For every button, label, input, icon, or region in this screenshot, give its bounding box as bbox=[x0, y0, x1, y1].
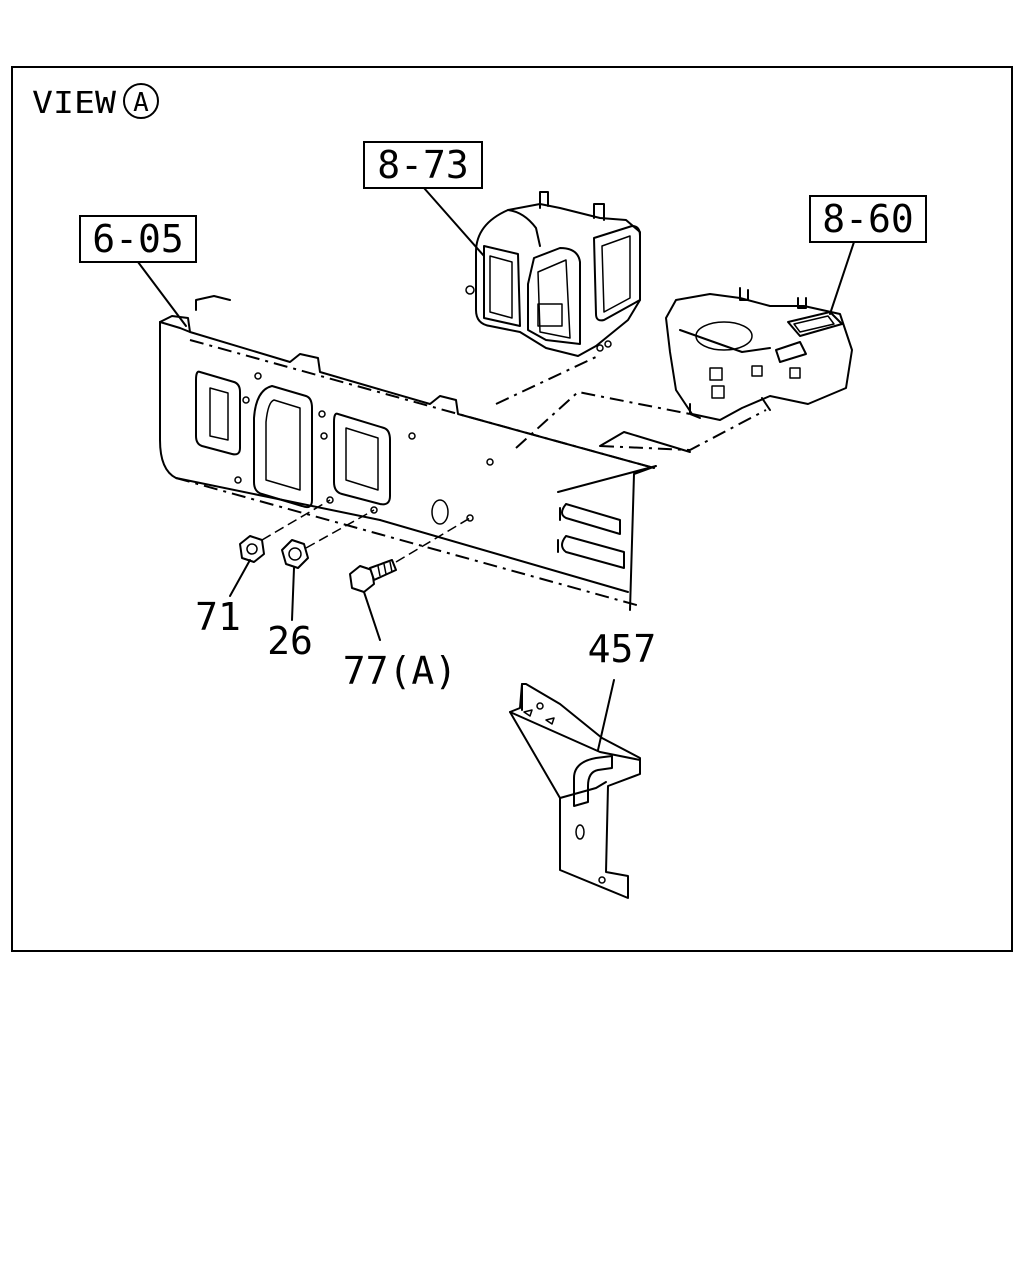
leader-26 bbox=[305, 509, 375, 549]
link-line-blower bbox=[495, 355, 599, 405]
nut-71 bbox=[239, 535, 265, 563]
heater-unit-8-60 bbox=[665, 287, 853, 421]
ref-box-6-05: 6-05 bbox=[79, 215, 197, 327]
blower-unit-8-73 bbox=[465, 191, 641, 357]
part-label-71: 71 bbox=[195, 595, 241, 639]
diagram-frame bbox=[11, 66, 1013, 952]
ref-box-8-73: 8-73 bbox=[363, 141, 485, 257]
link-line-heater-b bbox=[599, 409, 767, 452]
link-line-heater-a bbox=[515, 390, 691, 449]
callout-26: 26 bbox=[267, 567, 313, 663]
ref-box-8-60: 8-60 bbox=[809, 195, 927, 315]
bracket-457 bbox=[509, 683, 641, 899]
ref-label-6-05: 6-05 bbox=[92, 217, 184, 261]
part-label-77a: 77(A) bbox=[343, 649, 457, 693]
callout-457: 457 bbox=[588, 627, 657, 751]
nut-26 bbox=[281, 539, 309, 569]
view-header: VIEW A bbox=[32, 83, 159, 121]
part-label-457: 457 bbox=[588, 627, 657, 671]
part-label-26: 26 bbox=[267, 619, 313, 663]
ref-label-8-73: 8-73 bbox=[377, 143, 469, 187]
callout-77a: 77(A) bbox=[343, 591, 457, 693]
callout-71: 71 bbox=[195, 559, 251, 639]
bolt-77a bbox=[349, 559, 397, 593]
ref-label-8-60: 8-60 bbox=[822, 197, 914, 241]
view-label: VIEW bbox=[32, 86, 117, 121]
view-circle bbox=[123, 83, 159, 119]
leader-71 bbox=[261, 499, 331, 541]
panel-6-05 bbox=[159, 295, 691, 611]
view-circle-letter: A bbox=[133, 88, 149, 118]
